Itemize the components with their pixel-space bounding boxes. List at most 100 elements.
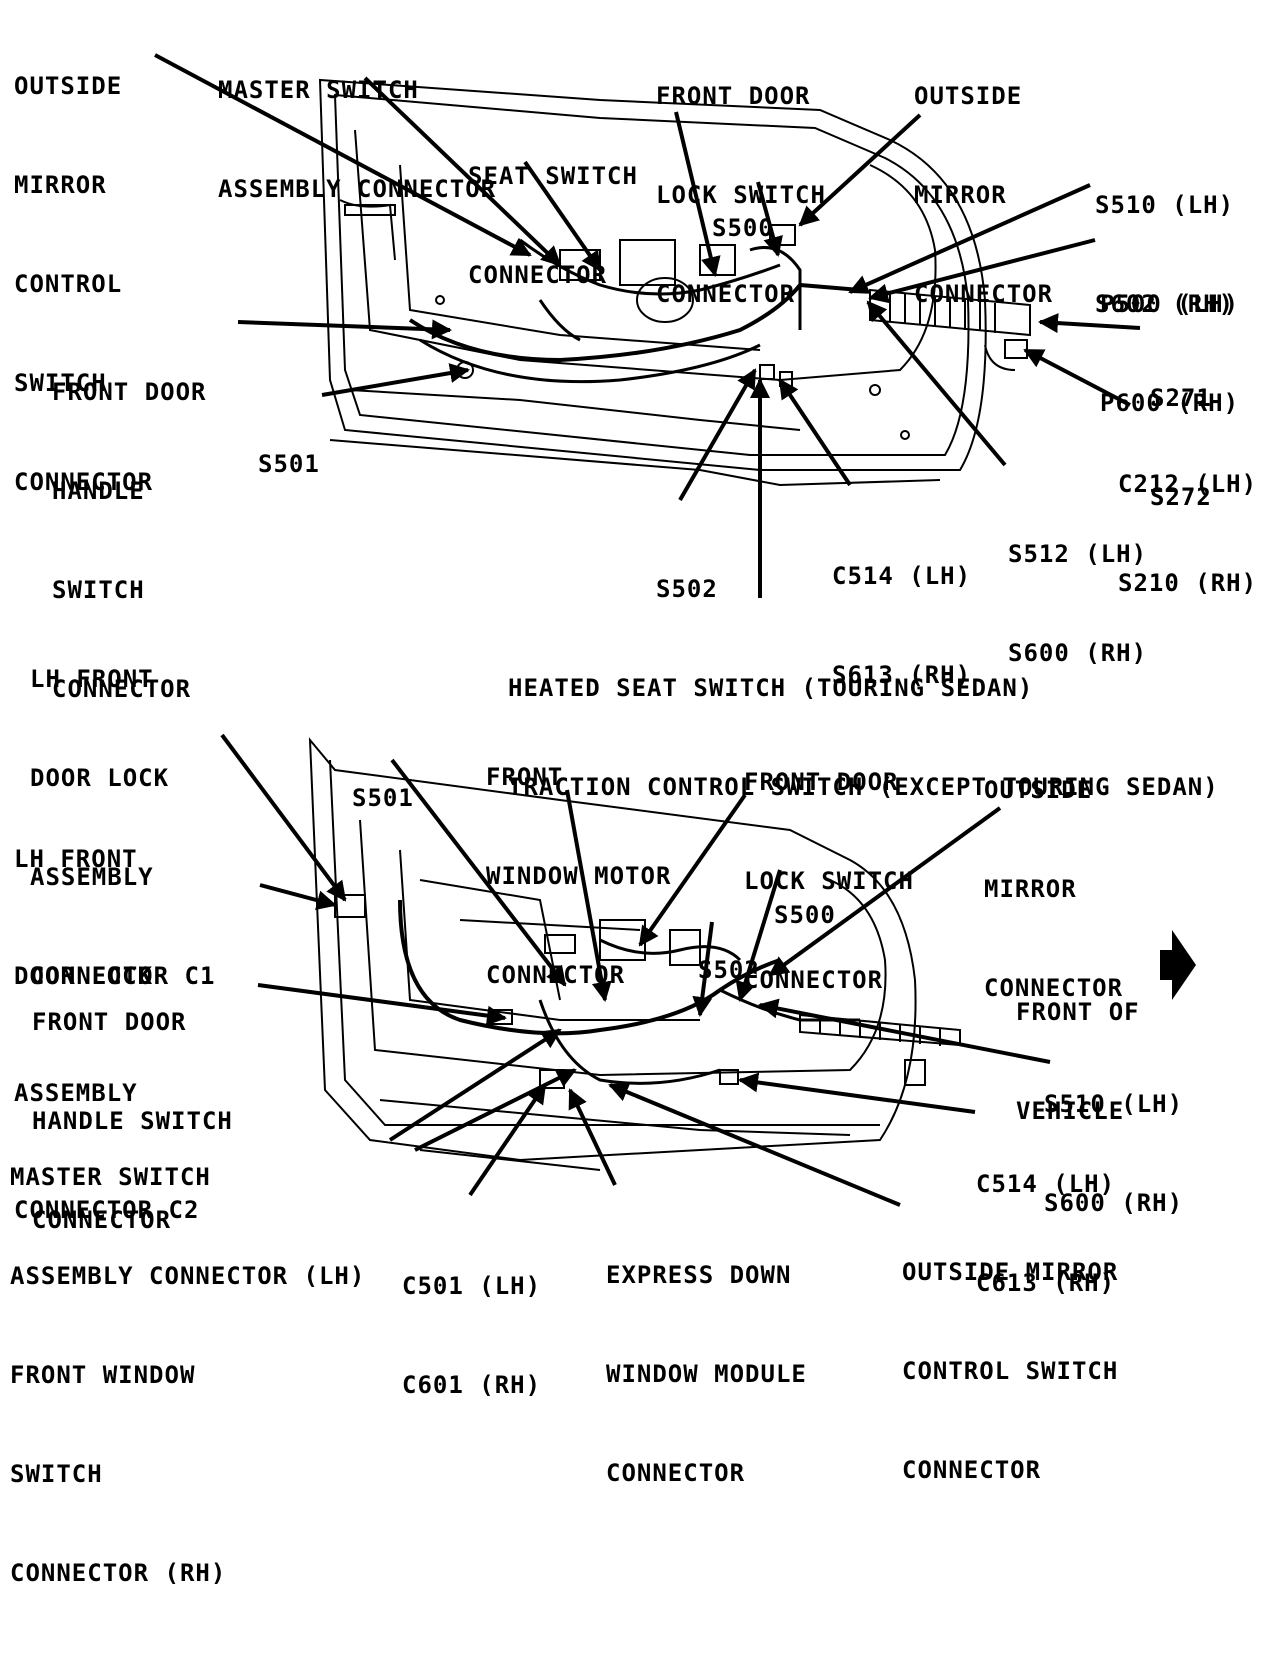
- label-line: ASSEMBLY CONNECTOR: [218, 175, 497, 203]
- label-line: S500: [774, 901, 836, 929]
- label-front-door-lock-switch-connector-bottom: FRONT DOOR LOCK SWITCH CONNECTOR: [744, 700, 914, 1063]
- label-line: S272: [1150, 483, 1212, 511]
- label-master-switch-front-window-switch-connector: MASTER SWITCH ASSEMBLY CONNECTOR (LH) FR…: [10, 1095, 365, 1656]
- label-s502-top: S502: [656, 507, 718, 672]
- bottom-leader-lines: [220, 733, 1051, 1207]
- label-s510-s600: S510 (LH) S600 (RH): [1044, 1022, 1183, 1286]
- label-line: CONNECTOR: [744, 966, 884, 994]
- label-line: CONNECTOR: [902, 1456, 1042, 1484]
- label-line: MASTER SWITCH: [10, 1163, 211, 1191]
- label-line: DOOR LOCK: [14, 962, 154, 990]
- label-line: HANDLE: [52, 477, 145, 505]
- label-front-door-handle-switch-connector-bottom: FRONT DOOR HANDLE SWITCH CONNECTOR: [32, 940, 233, 1303]
- label-line: CONNECTOR (RH): [10, 1559, 227, 1587]
- label-line: WINDOW MODULE: [606, 1360, 807, 1388]
- label-outside-mirror-control-switch-connector-top: OUTSIDE MIRROR CONTROL SWITCH CONNECTOR: [14, 4, 153, 565]
- label-s510-s602: S510 (LH) S602 (RH): [1095, 123, 1234, 387]
- label-s500-bottom: S500: [774, 833, 836, 998]
- label-line: S510 (LH): [1044, 1090, 1184, 1118]
- label-line: HANDLE SWITCH: [32, 1107, 233, 1135]
- diagram-artwork: [154, 53, 1196, 1207]
- label-s502-bottom: S502: [698, 888, 760, 1053]
- label-line: S602 (RH): [1095, 290, 1235, 318]
- label-line: S510 (LH): [1095, 191, 1235, 219]
- label-line: FRONT: [486, 763, 564, 791]
- label-master-switch-assembly-connector-top: MASTER SWITCH ASSEMBLY CONNECTOR: [218, 8, 496, 272]
- label-line: ASSEMBLY CONNECTOR (LH): [10, 1262, 366, 1290]
- label-line: MIRROR: [984, 875, 1077, 903]
- label-line: OUTSIDE: [984, 776, 1093, 804]
- label-line: OUTSIDE: [14, 72, 123, 100]
- label-line: MIRROR: [914, 181, 1007, 209]
- label-line: S271: [1150, 384, 1212, 412]
- label-line: SWITCH: [14, 369, 107, 397]
- label-line: EXPRESS DOWN: [606, 1261, 792, 1289]
- label-line: LH FRONT: [14, 845, 138, 873]
- label-line: S502: [656, 575, 718, 603]
- label-line: S501: [352, 784, 414, 812]
- label-line: ASSEMBLY: [30, 863, 154, 891]
- label-c212-s210: C212 (LH) S210 (RH): [1118, 402, 1257, 666]
- label-line: CONNECTOR: [984, 974, 1124, 1002]
- label-line: C601 (RH): [402, 1371, 542, 1399]
- label-line: CONNECTOR: [656, 280, 796, 308]
- top-leader-lines: [154, 53, 1141, 598]
- label-s501-top: S501: [258, 382, 320, 547]
- label-seat-switch-connector: SEAT SWITCH CONNECTOR: [468, 94, 638, 358]
- label-line: CONNECTOR: [32, 1206, 172, 1234]
- label-line: MASTER SWITCH: [218, 76, 419, 104]
- label-s271-s272: S271 S272: [1150, 316, 1212, 580]
- label-line: DOOR LOCK: [30, 764, 170, 792]
- label-line: LOCK SWITCH: [744, 867, 914, 895]
- label-line: S512 (LH): [1008, 540, 1148, 568]
- label-outside-mirror-control-switch-connector-bottom: OUTSIDE MIRROR CONTROL SWITCH CONNECTOR: [902, 1190, 1118, 1553]
- label-line: S600 (RH): [1008, 639, 1148, 667]
- label-front-door-lock-switch-connector-top: FRONT DOOR LOCK SWITCH CONNECTOR: [656, 14, 826, 377]
- label-line: FRONT DOOR: [744, 768, 899, 796]
- label-s500-top: S500: [712, 146, 774, 311]
- label-p500-p600: P500 (LH) P600 (RH): [1100, 222, 1239, 486]
- wiring-diagram: OUTSIDE MIRROR CONTROL SWITCH CONNECTOR …: [10, 4, 1257, 1587]
- label-s501-bottom: S501: [352, 716, 414, 881]
- label-line: CONNECTOR: [52, 675, 192, 703]
- front-of-vehicle-arrow-icon: [1160, 930, 1196, 1000]
- label-line: CONTROL SWITCH: [902, 1357, 1119, 1385]
- label-c514-s613: C514 (LH) S613 (RH): [832, 494, 971, 758]
- label-line: LH FRONT: [30, 665, 154, 693]
- label-line: FRONT OF: [1016, 998, 1140, 1026]
- label-line: P500 (LH): [1100, 290, 1240, 318]
- label-outside-mirror-connector-top: OUTSIDE MIRROR CONNECTOR: [914, 14, 1053, 377]
- label-heated-seat-traction-control-switch: HEATED SEAT SWITCH (TOURING SEDAN) TRACT…: [508, 606, 1219, 870]
- label-line: FRONT DOOR: [52, 378, 207, 406]
- label-front-door-handle-switch-connector-top: FRONT DOOR HANDLE SWITCH CONNECTOR: [52, 310, 207, 772]
- label-line: SWITCH: [10, 1460, 103, 1488]
- label-line: MIRROR: [14, 171, 107, 199]
- label-line: S210 (RH): [1118, 569, 1258, 597]
- label-line: CONTROL: [14, 270, 123, 298]
- label-line: S500: [712, 214, 774, 242]
- label-line: S501: [258, 450, 320, 478]
- label-line: S613 (RH): [832, 661, 972, 689]
- label-s512-s600: S512 (LH) S600 (RH): [1008, 472, 1147, 736]
- label-line: OUTSIDE: [914, 82, 1023, 110]
- label-line: TRACTION CONTROL SWITCH (EXCEPT TOURING …: [508, 773, 1219, 801]
- label-express-down-window-module-connector: EXPRESS DOWN WINDOW MODULE CONNECTOR: [606, 1193, 807, 1556]
- label-line: FRONT DOOR: [656, 82, 811, 110]
- label-line: SEAT SWITCH: [468, 162, 638, 190]
- label-line: CONNECTOR: [14, 468, 154, 496]
- label-line: LOCK SWITCH: [656, 181, 826, 209]
- label-c501-c601: C501 (LH) C601 (RH): [402, 1204, 541, 1468]
- label-lh-front-door-lock-c1: LH FRONT DOOR LOCK ASSEMBLY CONNECTOR C1: [30, 597, 215, 1059]
- label-line: CONNECTOR C1: [30, 962, 216, 990]
- label-line: FRONT DOOR: [32, 1008, 187, 1036]
- label-line: HEATED SEAT SWITCH (TOURING SEDAN): [508, 674, 1034, 702]
- label-lh-front-door-lock-c2: LH FRONT DOOR LOCK ASSEMBLY CONNECTOR C2: [14, 762, 199, 1308]
- label-line: CONNECTOR: [606, 1459, 746, 1487]
- label-line: FRONT WINDOW: [10, 1361, 196, 1389]
- label-front-of-vehicle: FRONT OF VEHICLE: [1016, 930, 1140, 1194]
- label-line: C514 (LH): [976, 1170, 1116, 1198]
- label-outside-mirror-connector-bottom: OUTSIDE MIRROR CONNECTOR: [984, 708, 1123, 1071]
- label-line: C212 (LH): [1118, 470, 1258, 498]
- label-line: S600 (RH): [1044, 1189, 1184, 1217]
- label-line: C514 (LH): [832, 562, 972, 590]
